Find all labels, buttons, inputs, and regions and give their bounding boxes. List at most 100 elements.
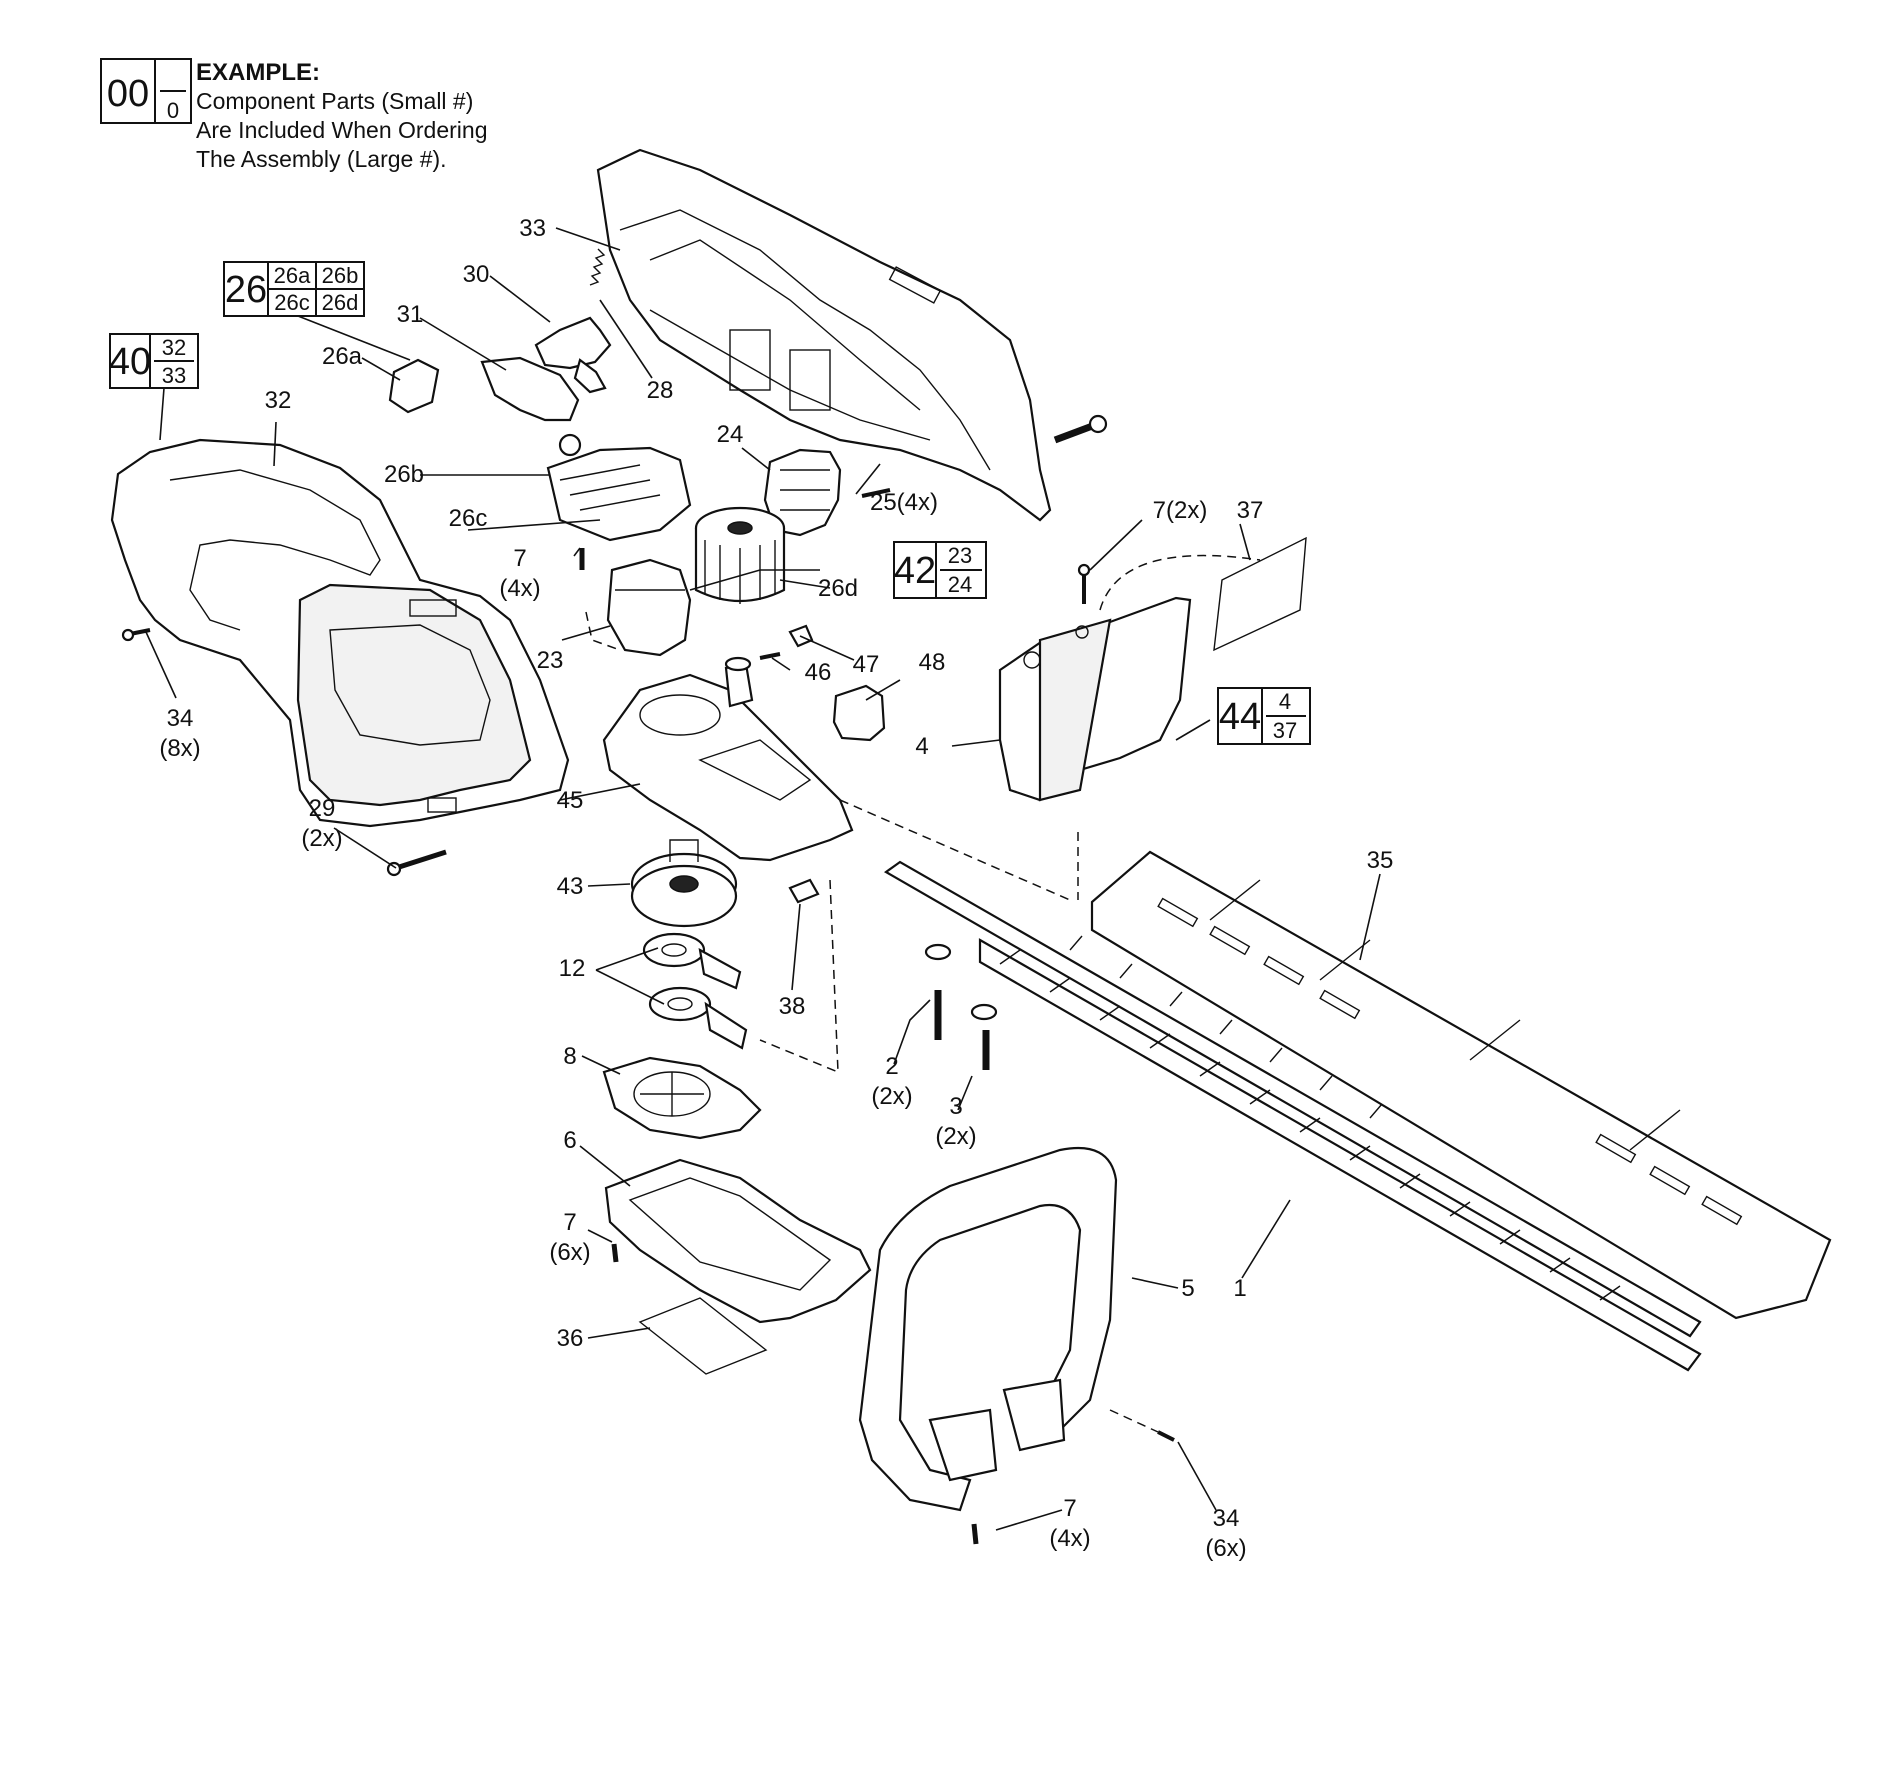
part-3-bolt xyxy=(970,1003,998,1070)
leader-lines xyxy=(145,227,1381,1531)
callout-5: 5 xyxy=(1181,1275,1194,1302)
part-2-bolt xyxy=(924,943,952,1040)
callout-6: 6 xyxy=(563,1127,576,1154)
part-25-screws xyxy=(861,488,891,498)
assembly-box-26: 26 26a 26b 26c 26d xyxy=(223,261,365,317)
part-29-screw xyxy=(386,849,447,877)
callout-4: 4 xyxy=(915,733,928,760)
part-28-spring xyxy=(589,248,606,286)
part-12-cam-lower xyxy=(648,986,748,1050)
box40-number: 40 xyxy=(109,341,151,383)
callout-7-a: 7 xyxy=(513,545,526,572)
example-title: EXAMPLE: xyxy=(196,59,321,86)
part-33-housing-right xyxy=(596,148,1052,522)
callout-32: 32 xyxy=(265,387,292,414)
callout-7-guard: 7(2x) xyxy=(1153,497,1208,524)
example-line-1: Component Parts (Small #) xyxy=(196,88,474,114)
part-37-label xyxy=(1099,536,1307,652)
callout-29: 29 xyxy=(309,795,336,822)
callout-26b: 26b xyxy=(384,461,424,488)
callout-3: 3 xyxy=(949,1093,962,1120)
callout-30: 30 xyxy=(463,261,490,288)
callout-34-right: 34 xyxy=(1213,1505,1240,1532)
sheath-slots xyxy=(1157,897,1743,1226)
callout-34-left-qty: (8x) xyxy=(159,735,200,762)
box44-part-37: 37 xyxy=(1273,718,1297,743)
callout-1: 1 xyxy=(1233,1275,1246,1302)
callout-28: 28 xyxy=(647,377,674,404)
callout-7-d-qty: (4x) xyxy=(1049,1525,1090,1552)
callout-29-qty: (2x) xyxy=(301,825,342,852)
part-45-gear-housing xyxy=(602,656,854,862)
assembly-box-42: 42 23 24 xyxy=(893,541,987,599)
callout-2: 2 xyxy=(885,1053,898,1080)
box40-part-33: 33 xyxy=(162,363,186,388)
callout-2-qty: (2x) xyxy=(871,1083,912,1110)
example-assembly-box: 00 0 xyxy=(100,58,192,129)
callout-26c: 26c xyxy=(449,505,488,532)
part-7-guard-screw xyxy=(1077,563,1091,604)
part-26d-motor xyxy=(694,506,786,604)
part-34-screw-left xyxy=(121,628,151,642)
part-7-screw-d xyxy=(971,1523,979,1545)
part-35-blade-sheath xyxy=(1090,850,1832,1320)
example-legend: EXAMPLE: Component Parts (Small #) Are I… xyxy=(196,58,488,174)
part-26b-switch-board xyxy=(546,433,692,542)
part-6-gear-cover xyxy=(604,1158,872,1324)
part-32-housing-left xyxy=(110,438,570,828)
callout-8: 8 xyxy=(563,1043,576,1070)
part-5-front-handle xyxy=(858,1146,1118,1512)
callout-7-c: 7 xyxy=(563,1209,576,1236)
part-1-blade xyxy=(883,860,1702,1372)
example-line-2: Are Included When Ordering xyxy=(196,117,488,143)
part-38-pad xyxy=(788,878,820,904)
part-46-screw xyxy=(759,652,781,660)
callout-7-d: 7 xyxy=(1063,1495,1076,1522)
box44-number: 44 xyxy=(1219,696,1261,738)
callout-25: 25(4x) xyxy=(870,489,938,516)
assembly-box-44: 44 4 37 xyxy=(1217,687,1311,745)
part-26a-switch xyxy=(388,358,440,414)
callout-23: 23 xyxy=(537,647,564,674)
part-12-cam-upper xyxy=(642,932,742,990)
part-7-screw-c xyxy=(611,1243,619,1263)
box26-part-26d: 26d xyxy=(322,290,359,315)
callout-37: 37 xyxy=(1237,497,1264,524)
part-30-lock-off xyxy=(534,316,612,394)
alignment-lines xyxy=(585,611,1159,1433)
callout-26a: 26a xyxy=(322,343,363,370)
part-8-gear-plate xyxy=(602,1056,762,1140)
callout-7-a-qty: (4x) xyxy=(499,575,540,602)
callout-7-c-qty: (6x) xyxy=(549,1239,590,1266)
callout-3-qty: (2x) xyxy=(935,1123,976,1150)
part-43-gear xyxy=(630,839,738,928)
callout-33: 33 xyxy=(519,215,546,242)
part-31-trigger xyxy=(480,356,580,422)
callout-labels: 33 30 31 28 26a 32 24 26b 25(4x) 26c 7 (… xyxy=(159,215,1393,1562)
part-4-guard xyxy=(998,596,1192,802)
box42-part-24: 24 xyxy=(948,572,972,597)
part-23-motor-cap xyxy=(606,558,692,657)
part-33-screw xyxy=(1053,414,1108,444)
callout-47: 47 xyxy=(853,651,880,678)
callout-36: 36 xyxy=(557,1325,584,1352)
callout-38: 38 xyxy=(779,993,806,1020)
box42-number: 42 xyxy=(894,550,936,592)
part-48-block xyxy=(832,684,886,742)
example-big-number: 00 xyxy=(107,73,149,115)
part-24-motor-end xyxy=(763,448,842,537)
box26-part-26b: 26b xyxy=(322,263,359,288)
box26-part-26a: 26a xyxy=(274,263,311,288)
part-36-label xyxy=(638,1297,768,1375)
example-small-number: 0 xyxy=(167,98,179,123)
callout-34-left: 34 xyxy=(167,705,194,732)
part-34-screw-right xyxy=(1157,1430,1175,1442)
callout-43: 43 xyxy=(557,873,584,900)
assembly-box-40: 40 32 33 xyxy=(109,333,199,389)
example-line-3: The Assembly (Large #). xyxy=(196,146,447,172)
callout-31: 31 xyxy=(397,301,424,328)
box42-part-23: 23 xyxy=(948,543,972,568)
callout-48: 48 xyxy=(919,649,946,676)
callout-24: 24 xyxy=(717,421,744,448)
